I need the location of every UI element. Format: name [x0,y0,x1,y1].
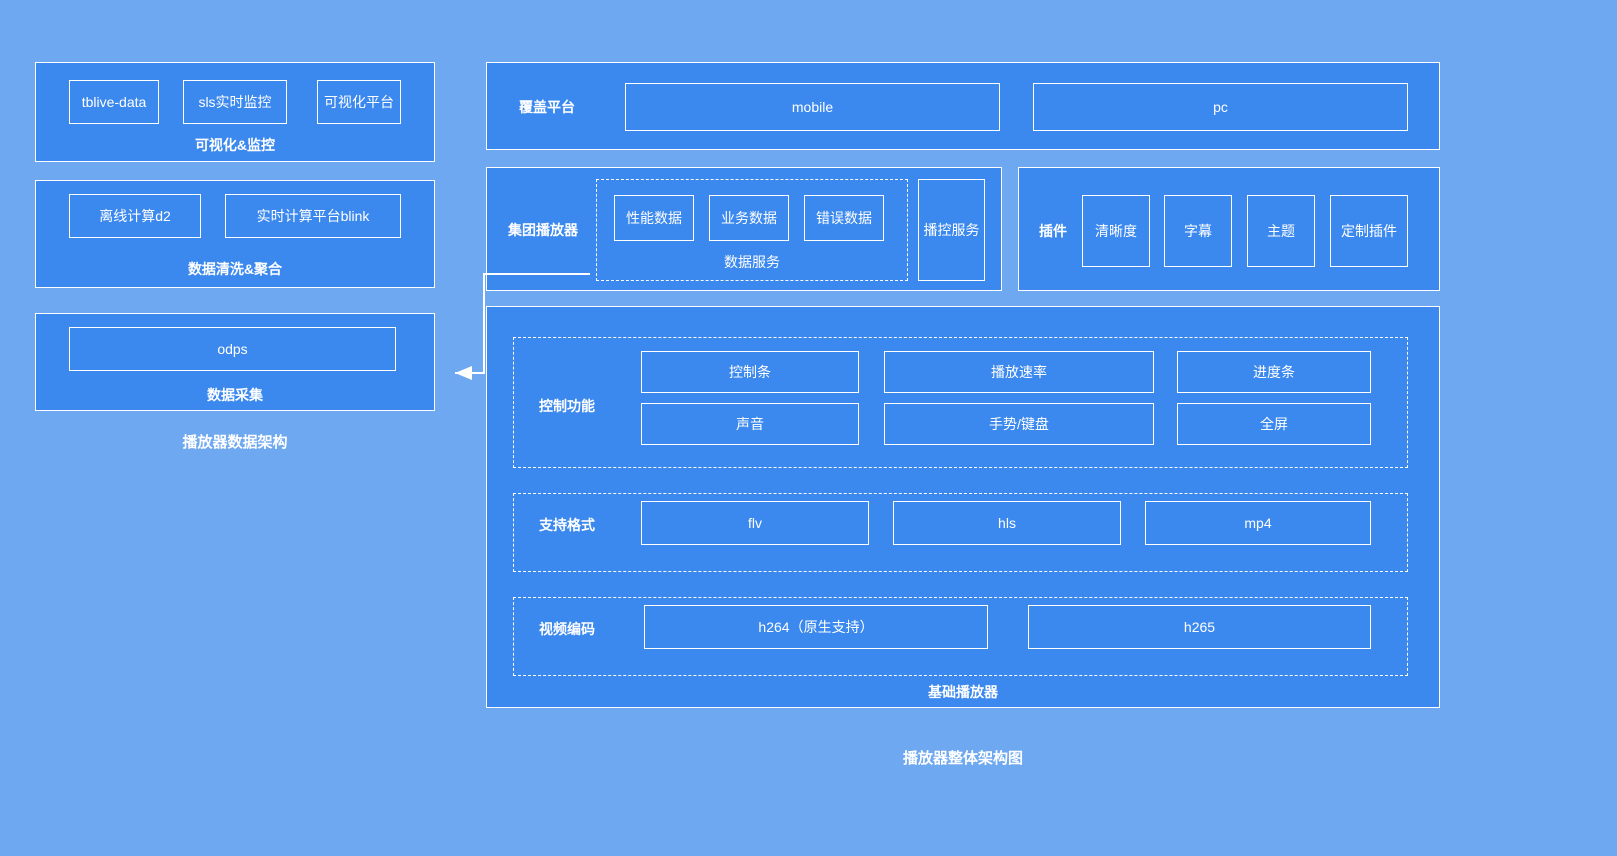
box-plugin-subtitle[interactable]: 字幕 [1164,195,1232,267]
group-title-data-collection: 数据采集 [207,387,263,403]
panel-visualization-monitoring: tblive-data sls实时监控 可视化平台 可视化&监控 [35,62,435,162]
box-business-data[interactable]: 业务数据 [709,195,789,241]
section-label-coverage-platform: 覆盖平台 [519,99,575,115]
panel-data-cleaning-aggregation: 离线计算d2 实时计算平台blink 数据清洗&聚合 [35,180,435,288]
box-progress-bar[interactable]: 进度条 [1177,351,1371,393]
box-fullscreen[interactable]: 全屏 [1177,403,1371,445]
group-title-data-service: 数据服务 [724,254,780,270]
box-volume[interactable]: 声音 [641,403,859,445]
caption-player-overall-architecture: 播放器整体架构图 [902,750,1023,767]
caption-player-data-architecture: 播放器数据架构 [182,434,288,451]
box-error-data[interactable]: 错误数据 [804,195,884,241]
dashed-group-control-functions [513,337,1408,468]
box-performance-data[interactable]: 性能数据 [614,195,694,241]
box-codec-h265[interactable]: h265 [1028,605,1371,649]
box-playback-rate[interactable]: 播放速率 [884,351,1154,393]
dashed-group-supported-formats [513,493,1408,572]
box-visualization-platform[interactable]: 可视化平台 [317,80,401,124]
box-platform-pc[interactable]: pc [1033,83,1408,131]
box-gesture-keyboard[interactable]: 手势/键盘 [884,403,1154,445]
group-title-visualization-monitoring: 可视化&监控 [194,137,276,153]
box-realtime-compute-blink[interactable]: 实时计算平台blink [225,194,401,238]
section-label-control-functions: 控制功能 [539,398,595,414]
section-label-group-player: 集团播放器 [508,222,578,238]
box-broadcast-control-service[interactable]: 播控服务 [918,179,985,281]
box-sls-realtime-monitor[interactable]: sls实时监控 [183,80,287,124]
box-format-flv[interactable]: flv [641,501,869,545]
panel-plugins: 插件 清晰度 字幕 主题 定制插件 [1018,167,1440,291]
panel-coverage-platform: 覆盖平台 mobile pc [486,62,1440,150]
section-label-plugins: 插件 [1039,223,1067,239]
box-plugin-custom[interactable]: 定制插件 [1330,195,1408,267]
section-label-video-codec: 视频编码 [539,621,595,637]
panel-group-player: 集团播放器 性能数据 业务数据 错误数据 数据服务 播控服务 [486,167,1002,291]
box-plugin-theme[interactable]: 主题 [1247,195,1315,267]
box-odps[interactable]: odps [69,327,396,371]
box-platform-mobile[interactable]: mobile [625,83,1000,131]
box-plugin-definition[interactable]: 清晰度 [1082,195,1150,267]
panel-data-collection: odps 数据采集 [35,313,435,411]
box-codec-h264[interactable]: h264（原生支持） [644,605,988,649]
box-control-bar[interactable]: 控制条 [641,351,859,393]
section-label-supported-formats: 支持格式 [539,517,595,533]
panel-base-player: 控制功能 控制条 播放速率 进度条 声音 手势/键盘 全屏 支持格式 flv h… [486,306,1440,708]
group-title-data-cleaning-aggregation: 数据清洗&聚合 [187,261,283,277]
box-format-hls[interactable]: hls [893,501,1121,545]
box-format-mp4[interactable]: mp4 [1145,501,1371,545]
dashed-group-data-service [596,179,908,281]
box-offline-compute-d2[interactable]: 离线计算d2 [69,194,201,238]
box-tblive-data[interactable]: tblive-data [69,80,159,124]
group-title-base-player: 基础播放器 [928,684,998,700]
dashed-group-video-codec [513,597,1408,676]
